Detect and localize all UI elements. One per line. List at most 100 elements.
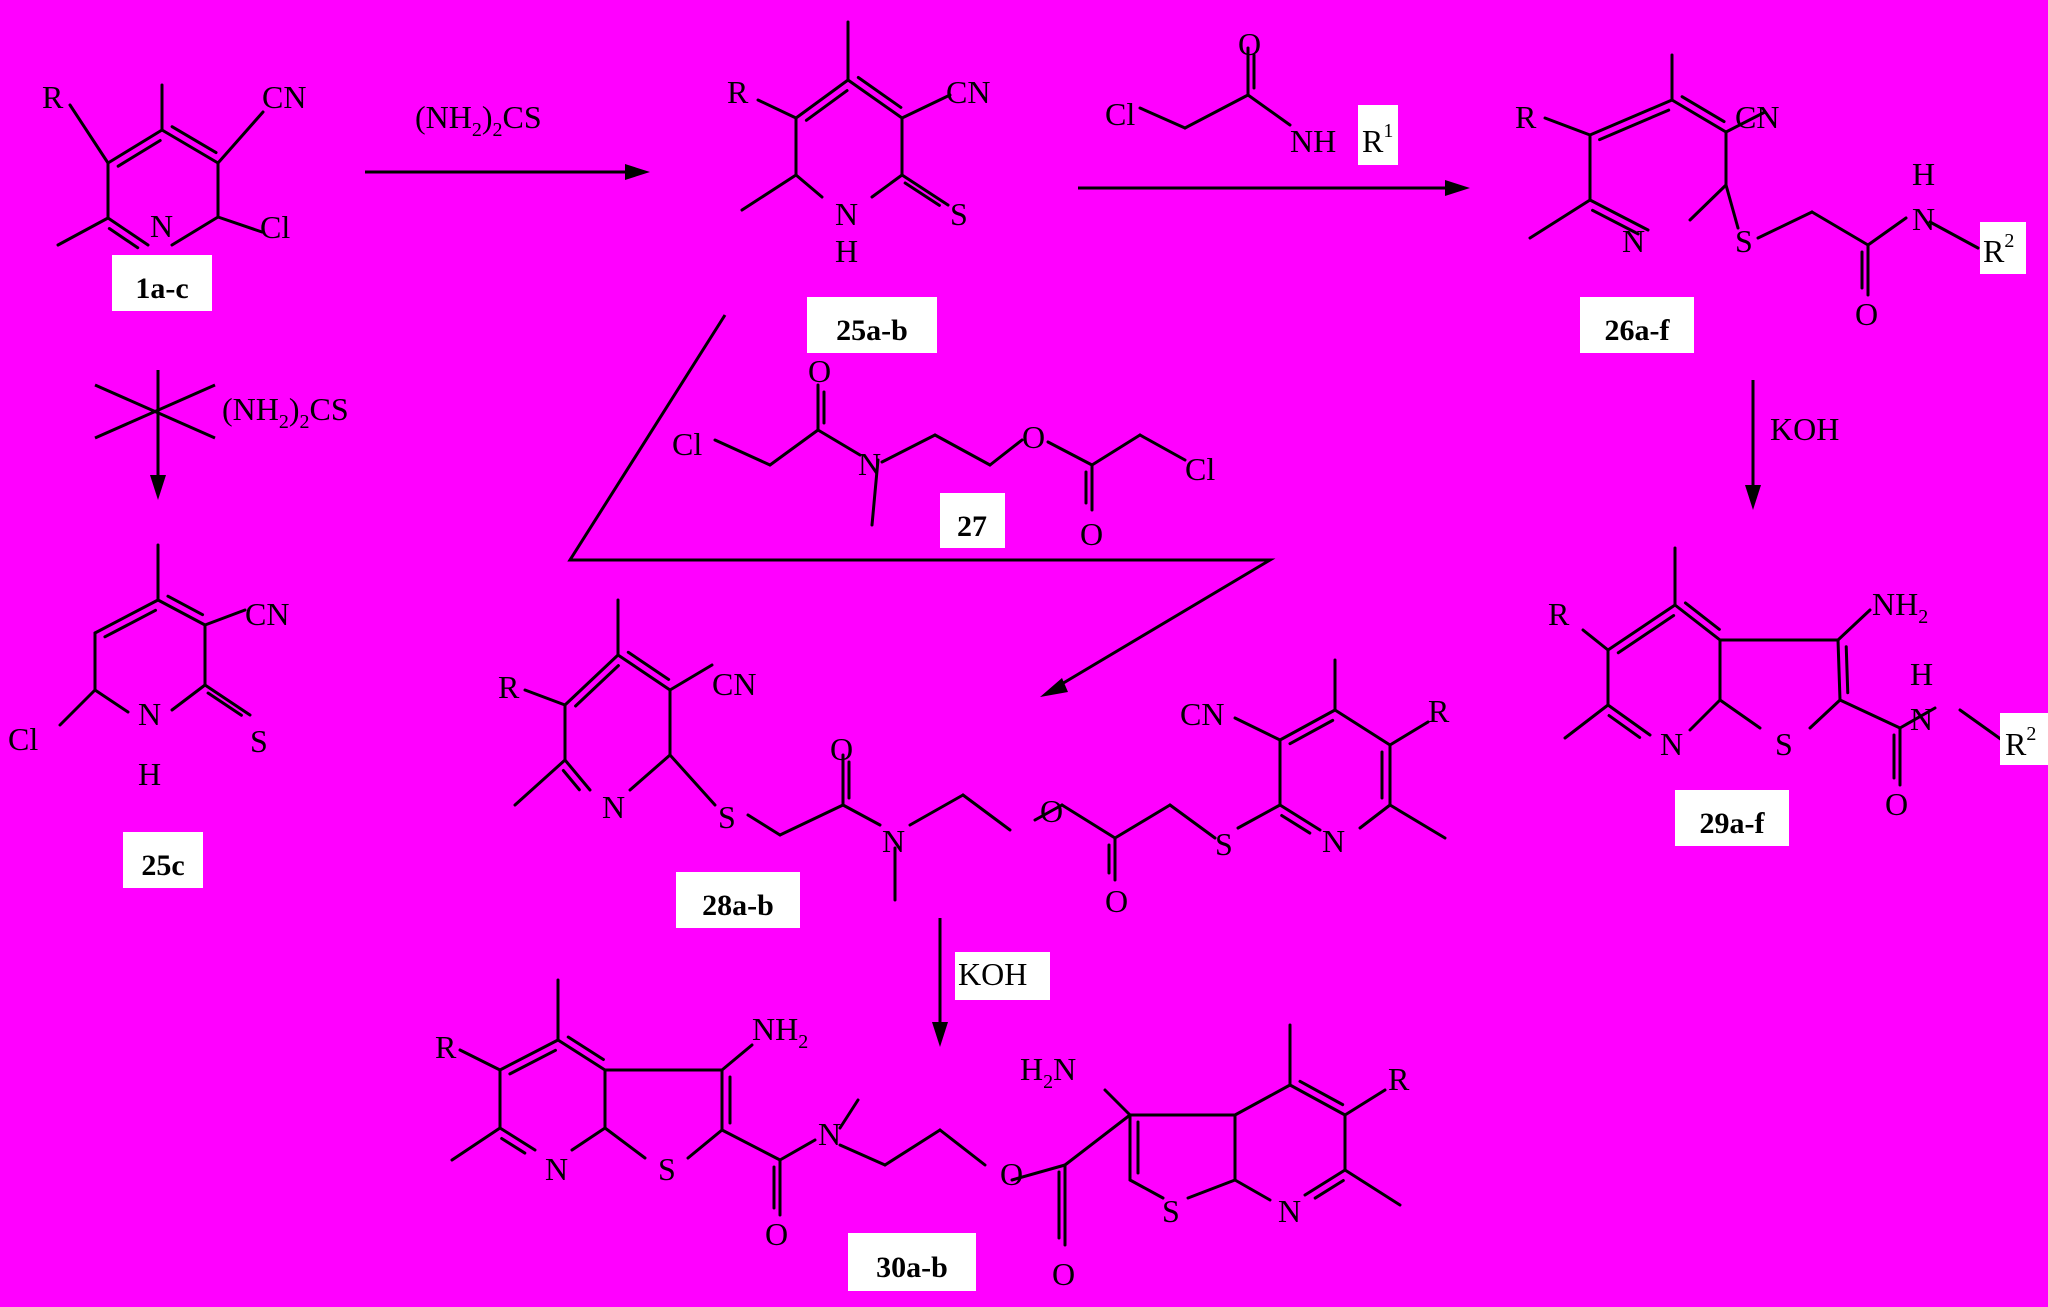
bond — [1680, 95, 1726, 124]
bond — [1033, 803, 1064, 822]
bond — [1280, 813, 1312, 835]
atom-label-cn: CN — [262, 79, 306, 115]
arrowhead — [1040, 678, 1068, 697]
bond — [1358, 803, 1392, 830]
atom-label-s: S — [1162, 1193, 1180, 1229]
compound-label-27: 27 — [957, 510, 987, 543]
bond — [794, 173, 824, 199]
bond — [1168, 803, 1217, 840]
bond — [458, 1048, 502, 1072]
bond — [216, 110, 265, 165]
bond — [1598, 108, 1671, 142]
converging-arrow-path — [567, 314, 1276, 690]
bond — [1836, 608, 1872, 642]
bond — [816, 428, 862, 457]
arrowhead — [932, 1022, 948, 1047]
atom-label-n: N — [858, 446, 881, 482]
bond — [961, 793, 1012, 832]
bond — [626, 650, 671, 681]
bond — [106, 128, 164, 165]
bond — [668, 753, 717, 807]
bond — [116, 138, 162, 168]
reagent-thiourea-top: (NH2)2CS — [415, 99, 542, 141]
atom-label-o: O — [830, 731, 853, 767]
atom-label-cl: Cl — [1185, 451, 1215, 487]
bond — [1233, 716, 1282, 742]
atom-label-o: O — [1105, 883, 1128, 919]
atom-label-n: N — [1322, 823, 1345, 859]
bond — [1543, 116, 1592, 137]
bond — [106, 216, 150, 247]
bond — [58, 688, 97, 727]
bond — [556, 1038, 607, 1072]
bond — [1010, 1163, 1067, 1182]
bond — [1288, 1083, 1347, 1117]
atom-label-cn: CN — [1735, 99, 1779, 135]
bond — [203, 608, 247, 627]
atom-label-cn: CN — [1180, 696, 1224, 732]
bond — [170, 125, 218, 155]
bond — [450, 1126, 502, 1162]
bond — [1343, 1088, 1387, 1117]
atom-label-n: N — [602, 789, 625, 825]
atom-label-o: O — [1080, 516, 1103, 552]
atom-label-o: O — [1855, 296, 1878, 332]
bond — [1718, 698, 1762, 730]
bond — [1278, 708, 1337, 742]
bond — [616, 653, 672, 692]
atom-label-cn: CN — [946, 74, 990, 110]
bond — [166, 594, 205, 617]
bond — [838, 1143, 887, 1167]
bond — [500, 1136, 527, 1155]
compound-label-26a-f: 26a-f — [1605, 314, 1671, 347]
bond — [107, 227, 140, 250]
atom-label-r: R — [42, 79, 64, 115]
bond — [498, 1126, 537, 1152]
bond — [1688, 183, 1728, 222]
bond — [870, 173, 904, 199]
bond — [1607, 714, 1642, 739]
bond — [1278, 803, 1322, 832]
bond — [686, 1128, 724, 1160]
bond — [870, 458, 880, 527]
atom-label-nh2: NH2 — [752, 1011, 808, 1053]
bond — [563, 758, 592, 792]
bond — [1298, 1079, 1345, 1107]
bond — [778, 1138, 817, 1162]
atom-label-h: H — [1912, 156, 1935, 192]
bond — [103, 608, 158, 639]
bond — [713, 438, 772, 467]
atom-label-cl: Cl — [8, 721, 38, 757]
bond — [1866, 216, 1908, 247]
bond — [720, 1043, 754, 1072]
atom-label-n: N — [1910, 701, 1933, 737]
bond — [603, 1126, 647, 1160]
bond — [216, 215, 264, 234]
bond — [1581, 628, 1610, 652]
atom-label-r: R — [498, 669, 520, 705]
atom-label-s: S — [1215, 826, 1233, 862]
atom-label-o: O — [1022, 419, 1045, 455]
bond — [1588, 198, 1650, 232]
bond — [1063, 1113, 1132, 1167]
atom-label-cn: CN — [712, 666, 756, 702]
bond — [668, 663, 714, 692]
bond — [846, 78, 904, 120]
atom-label-h: H — [138, 756, 161, 792]
atom-label-h2n: H2N — [1020, 1051, 1076, 1093]
atom-label-r: R — [1388, 1061, 1410, 1097]
bond — [1838, 698, 1902, 730]
reagent-thiourea-blocked: (NH2)2CS — [222, 391, 349, 433]
atom-label-s: S — [950, 196, 968, 232]
atom-label-n: N — [1660, 726, 1683, 762]
atom-label-s: S — [718, 799, 736, 835]
bond — [1588, 98, 1674, 137]
bond — [1388, 803, 1447, 840]
arrowhead — [150, 475, 166, 500]
blocked-cross-line-2 — [94, 383, 216, 440]
bond — [68, 103, 110, 165]
atom-label-cl: Cl — [1105, 96, 1135, 132]
bond — [900, 173, 950, 207]
